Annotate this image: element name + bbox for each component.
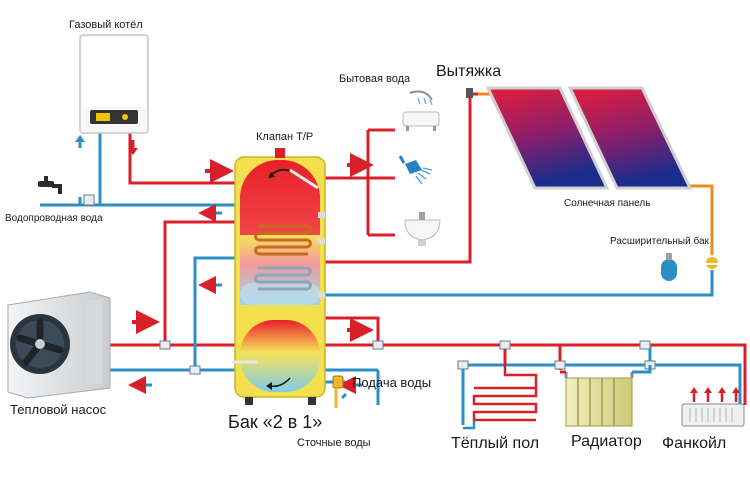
solar-panel-icon: [485, 86, 693, 190]
sink-icon: [404, 212, 441, 246]
household-water-label: Бытовая вода: [339, 73, 411, 85]
water-tap-icon: [38, 176, 62, 194]
lower-coil: [254, 266, 312, 291]
upper-coil-feed-pipe: [163, 220, 235, 345]
upper-coil: [254, 224, 312, 256]
solar-expansion-pipe: [690, 184, 714, 255]
waste-water-label: Сточные воды: [297, 437, 371, 449]
heating-flow-pipe: [325, 343, 747, 405]
buffer-tank: [232, 148, 326, 405]
gas-boiler-icon: [79, 34, 149, 134]
solar-return-pipe: [325, 270, 714, 297]
gas-boiler-label: Газовый котёл: [69, 19, 143, 31]
expansion-tank-label: Расширительный бак: [610, 235, 710, 247]
tank-lower-out-pipe: [325, 316, 380, 345]
radiator-label: Радиатор: [571, 433, 642, 450]
solar-panel-label: Солнечная панель: [564, 198, 650, 209]
floor-heating-label: Тёплый пол: [451, 435, 539, 452]
floor-heating-coil-icon: [463, 365, 538, 430]
fancoil-label: Фанкойл: [662, 435, 726, 452]
heat-pump-icon: [7, 291, 111, 399]
exhaust-vent-icon: [466, 88, 473, 98]
tank-label: Бак «2 в 1»: [228, 412, 322, 432]
shower-icon: [398, 155, 433, 185]
upper-coil-return-pipe: [193, 256, 235, 370]
pipe-fittings: [83, 194, 656, 375]
household-branch-pipe: [366, 128, 395, 237]
bathtub-icon: [402, 90, 440, 131]
supply-valve-icon: [332, 375, 348, 408]
tp-valve-label: Клапан T/P: [256, 131, 313, 143]
fancoil-icon: [681, 387, 745, 427]
heat-pump-label: Тепловой насос: [10, 402, 107, 417]
water-supply-label: Подача воды: [352, 375, 431, 390]
expansion-tank-icon: [661, 253, 719, 281]
boiler-hot-pipe: [128, 133, 235, 185]
exhaust-label: Вытяжка: [436, 63, 501, 80]
flow-arrows: [75, 135, 374, 394]
tap-water-label: Водопроводная вода: [5, 213, 103, 224]
radiator-icon: [560, 365, 652, 427]
